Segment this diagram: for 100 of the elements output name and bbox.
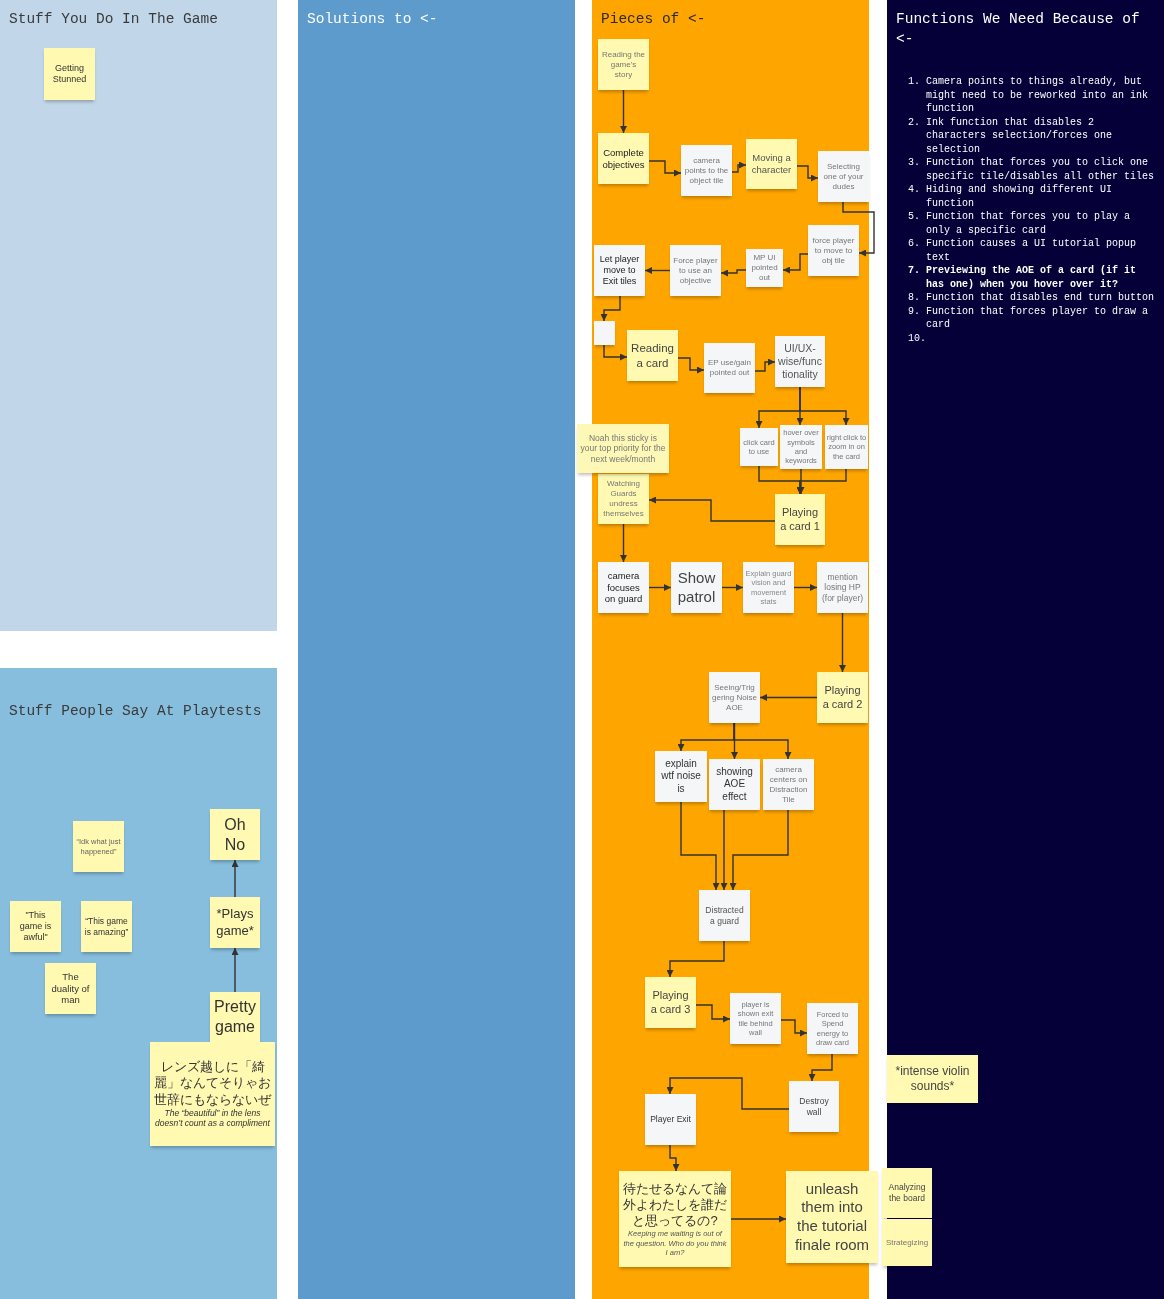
note-text: Player Exit — [650, 1114, 691, 1125]
sticky-note — [598, 133, 649, 184]
note-text: "This game is awful" — [18, 909, 53, 944]
arrow — [793, 584, 818, 591]
note-text: UI/UX-wise/functionality — [778, 341, 822, 382]
sticky-note — [709, 672, 760, 723]
list-item: 4. Hiding and showing different UI function — [908, 183, 1114, 210]
sticky-note — [627, 330, 678, 381]
arrow — [720, 269, 747, 277]
note-text: camera centers on Distraction Tile — [768, 764, 809, 805]
arrow — [620, 523, 627, 563]
note-text: MP UI pointed out — [750, 253, 779, 283]
arrow — [666, 940, 725, 978]
sticky-note — [645, 977, 696, 1028]
panel-heading: Functions We Need Because of <- — [896, 10, 1141, 49]
sticky-note — [44, 48, 95, 100]
sticky-note — [730, 993, 781, 1044]
arrow — [796, 468, 847, 495]
arrow — [644, 267, 671, 274]
note-text: The duality of man — [50, 970, 91, 1007]
arrow — [808, 1053, 833, 1082]
note-text: Show patrol — [676, 568, 717, 607]
column-panel — [0, 668, 277, 1299]
arrow — [842, 201, 875, 257]
list-item: 9. Function that forces player to draw a card — [908, 304, 1150, 332]
list-item: 3. Function that forces you to click one specific tile/disables all other tiles — [908, 156, 1156, 183]
column-panel — [887, 0, 1164, 1299]
note-text: レンズ越しに「綺麗」なんてそりゃお世辞にもならないぜ — [154, 1059, 271, 1108]
note-text: Noah this sticky is your top priority for the next week/month — [580, 432, 666, 465]
note-text: 待たせるなんて論外よわたしを誰だと思ってるの? — [622, 1180, 728, 1230]
column-panel — [0, 0, 277, 631]
arrow — [603, 344, 628, 361]
arrow — [648, 496, 776, 522]
sticky-note — [882, 1219, 932, 1266]
note-text: camera focuses on guard — [603, 569, 644, 606]
note-text: Seeing/Triggering Noise AOE — [712, 682, 757, 713]
note-text: The “beautiful” in the lens doesn’t count as a compliment — [154, 1107, 271, 1129]
sticky-note — [746, 139, 797, 189]
note-text: *Plays game* — [215, 906, 255, 939]
sticky-note — [671, 562, 722, 613]
arrow — [720, 809, 728, 891]
sticky-note — [817, 672, 868, 723]
note-text: Playing a card 2 — [821, 683, 864, 712]
arrow — [754, 358, 776, 372]
arrow — [729, 809, 789, 891]
note-text: Distracted a guard — [704, 904, 745, 927]
note-text: unleash them into the tutorial finale room — [793, 1179, 871, 1255]
sticky-note — [598, 39, 649, 90]
note-text: Force player to use an objective — [673, 255, 718, 286]
note-text: force player to move to obj tile — [811, 235, 856, 266]
sticky-note — [887, 1055, 978, 1103]
note-text: EP use/gain pointed out — [707, 358, 752, 378]
sticky-note — [704, 343, 755, 393]
arrow — [231, 947, 239, 993]
arrow — [680, 801, 720, 891]
sticky-note — [709, 759, 760, 810]
note-text: *intense violin sounds* — [894, 1064, 971, 1094]
list-item: 10. — [908, 331, 927, 345]
note-text: mention losing HP (for player) — [820, 571, 865, 604]
sticky-note — [645, 1094, 696, 1145]
panel-heading: Stuff People Say At Playtests — [9, 702, 263, 721]
sticky-note — [598, 562, 649, 613]
note-text: Playing a card 3 — [649, 988, 692, 1017]
sticky-note — [775, 494, 825, 545]
sticky-note — [743, 562, 794, 613]
arrow — [677, 357, 705, 374]
note-text: Analyzing the board — [887, 1182, 927, 1204]
note-text: camera points to the object tile — [684, 155, 729, 186]
sticky-note — [10, 901, 61, 952]
note-text: showing AOE effect — [715, 765, 754, 804]
arrow — [669, 1144, 680, 1172]
note-text: Reading the game's story — [601, 49, 646, 80]
arrow — [733, 722, 792, 760]
note-text: Moving a character — [750, 152, 793, 176]
note-text: Playing a card 1 — [779, 505, 821, 534]
sticky-note — [73, 821, 124, 872]
sticky-note — [150, 1042, 275, 1146]
sticky-note — [817, 562, 868, 613]
arrow — [730, 1215, 787, 1223]
sticky-note — [818, 151, 869, 202]
note-text: Complete objectives — [601, 146, 646, 171]
arrow — [780, 1019, 808, 1037]
sticky-note — [81, 901, 132, 952]
sticky-note — [210, 809, 260, 860]
arrow — [797, 468, 805, 495]
sticky-note — [807, 1003, 858, 1054]
sticky-note — [619, 1171, 731, 1267]
arrow — [600, 295, 621, 322]
sticky-note — [699, 890, 750, 941]
sticky-note — [594, 321, 615, 345]
sticky-note — [577, 424, 669, 473]
arrow — [648, 160, 682, 177]
arrow — [721, 584, 744, 591]
list-item: 2. Ink function that disables 2 characters selection/forces one selection — [908, 115, 1114, 156]
arrow — [796, 165, 819, 182]
sticky-note — [825, 425, 868, 469]
sticky-note — [594, 245, 645, 296]
arrow — [620, 89, 627, 134]
note-text: explain wtf noise is — [660, 757, 702, 796]
panel-heading: Pieces of <- — [601, 10, 707, 29]
